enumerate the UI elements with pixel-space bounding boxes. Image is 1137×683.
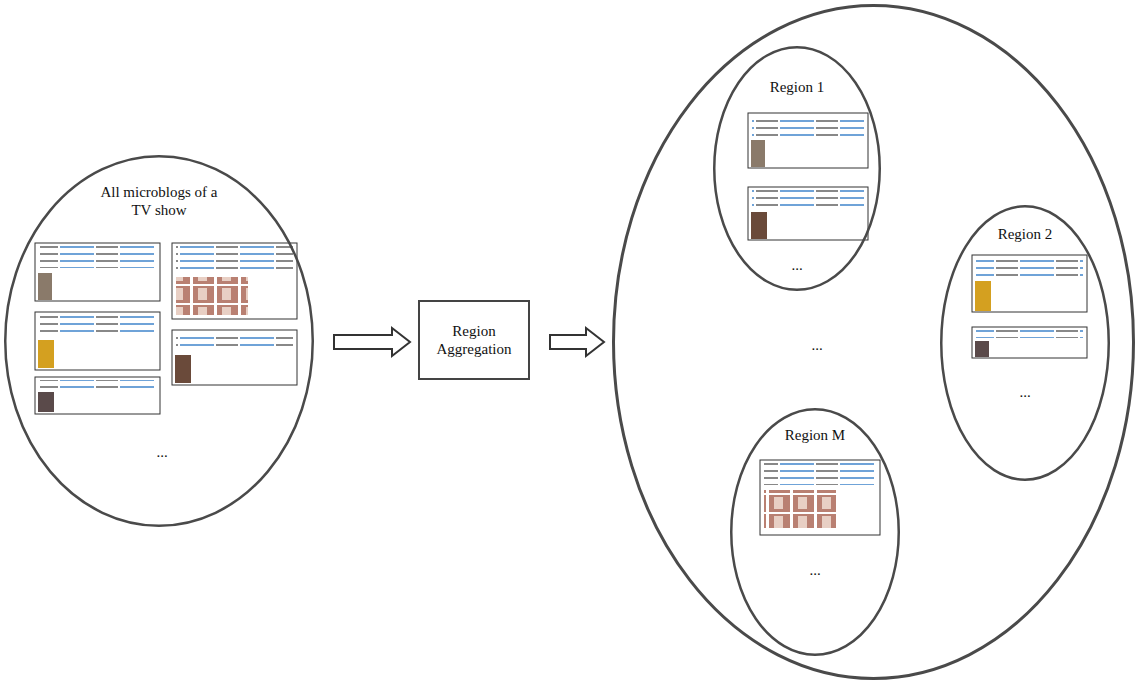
process-box: Region Aggregation [418,300,530,380]
text-slot: ... [785,336,849,354]
microblog-card [748,113,868,168]
node-heading: Region M [785,426,845,444]
microblog-card [172,330,297,385]
text-slot: Region 2 [963,225,1087,243]
region-ellipse: Region 1... [713,46,881,291]
node-label: ... [809,561,820,579]
ellipse-outline [941,206,1109,480]
ellipse-outline [614,6,1134,679]
microblog-card [972,255,1087,312]
microblog-card [35,243,160,301]
microblog-card [35,312,160,370]
node-heading: Region 1 [770,78,825,96]
text-slot: ... [765,256,829,274]
microblog-card [748,187,868,240]
region-set-ellipse: Region 1...Region 2...Region M...... [612,4,1135,680]
ellipse-outline [5,156,313,526]
ellipse-outline [612,4,1135,680]
node-label: ... [811,336,822,354]
ellipse-outline [730,408,900,656]
node-heading: All microblogs of a TV show [94,183,224,219]
node-label: ... [791,256,802,274]
block-arrow [334,328,410,356]
text-slot: Region Aggregation [420,322,528,358]
microblog-card [172,243,297,319]
ellipse-outline [940,205,1110,481]
text-slot: ... [783,561,847,579]
ellipse-outline [714,47,880,290]
text-slot: Region M [753,426,877,444]
node-heading: Region 2 [998,225,1053,243]
microblog-card [760,460,880,535]
region-ellipse: Region M... [730,408,900,656]
region-ellipse: Region 2... [940,205,1110,481]
microblog-card [972,327,1087,358]
microblog-card [35,377,160,414]
node-label: ... [1019,383,1030,401]
block-arrow [550,328,604,356]
text-slot: Region 1 [735,78,859,96]
text-slot: ... [130,443,194,461]
text-slot: ... [993,383,1057,401]
node-label: Region Aggregation [426,322,522,358]
node-label: ... [156,443,167,461]
text-slot: All microblogs of a TV show [92,183,226,219]
ellipse-outline [731,409,899,655]
microblog-set-ellipse: All microblogs of a TV show... [4,155,314,527]
